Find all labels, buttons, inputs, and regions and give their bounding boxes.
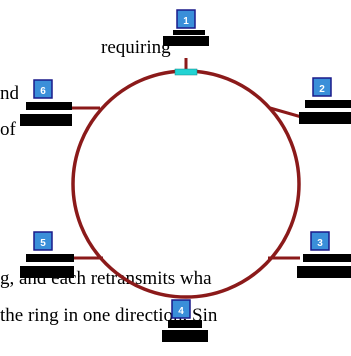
text-fragment-5: the ring in one direction. Sin bbox=[0, 305, 218, 326]
node-label-2: 2 bbox=[319, 84, 325, 95]
monitor-screen-icon bbox=[310, 231, 330, 251]
node-label-6: 6 bbox=[40, 86, 46, 97]
node-label-5: 5 bbox=[40, 238, 46, 249]
keyboard-icon bbox=[173, 30, 205, 35]
computer-base-icon bbox=[162, 330, 208, 342]
computer-base-icon bbox=[297, 266, 351, 278]
text-fragment-2: nd bbox=[0, 84, 18, 103]
keyboard-icon bbox=[303, 254, 351, 262]
keyboard-icon bbox=[305, 100, 351, 108]
text-fragment-3: of bbox=[0, 120, 16, 139]
computer-node-6: 6 bbox=[20, 79, 72, 126]
computer-base-icon bbox=[20, 266, 74, 278]
monitor-screen-icon bbox=[312, 77, 332, 97]
computer-base-icon bbox=[163, 36, 209, 46]
text-fragment-1: requiring bbox=[101, 37, 171, 58]
computer-node-4: 4 bbox=[162, 299, 208, 342]
node-label-3: 3 bbox=[317, 238, 323, 249]
computer-node-2: 2 bbox=[299, 77, 351, 124]
monitor-screen-icon bbox=[33, 231, 53, 251]
token-ring bbox=[71, 69, 301, 299]
node-label-4: 4 bbox=[178, 306, 184, 317]
keyboard-icon bbox=[26, 254, 74, 262]
node-label-1: 1 bbox=[183, 16, 189, 27]
computer-node-5: 5 bbox=[20, 231, 74, 278]
computer-node-1: 1 bbox=[163, 9, 209, 46]
monitor-screen-icon bbox=[171, 299, 191, 319]
keyboard-icon bbox=[168, 320, 202, 328]
token-highlight bbox=[174, 68, 198, 76]
keyboard-icon bbox=[26, 102, 72, 110]
computer-base-icon bbox=[299, 112, 351, 124]
computer-node-3: 3 bbox=[297, 231, 351, 278]
monitor-screen-icon bbox=[176, 9, 196, 29]
computer-base-icon bbox=[20, 114, 72, 126]
monitor-screen-icon bbox=[33, 79, 53, 99]
